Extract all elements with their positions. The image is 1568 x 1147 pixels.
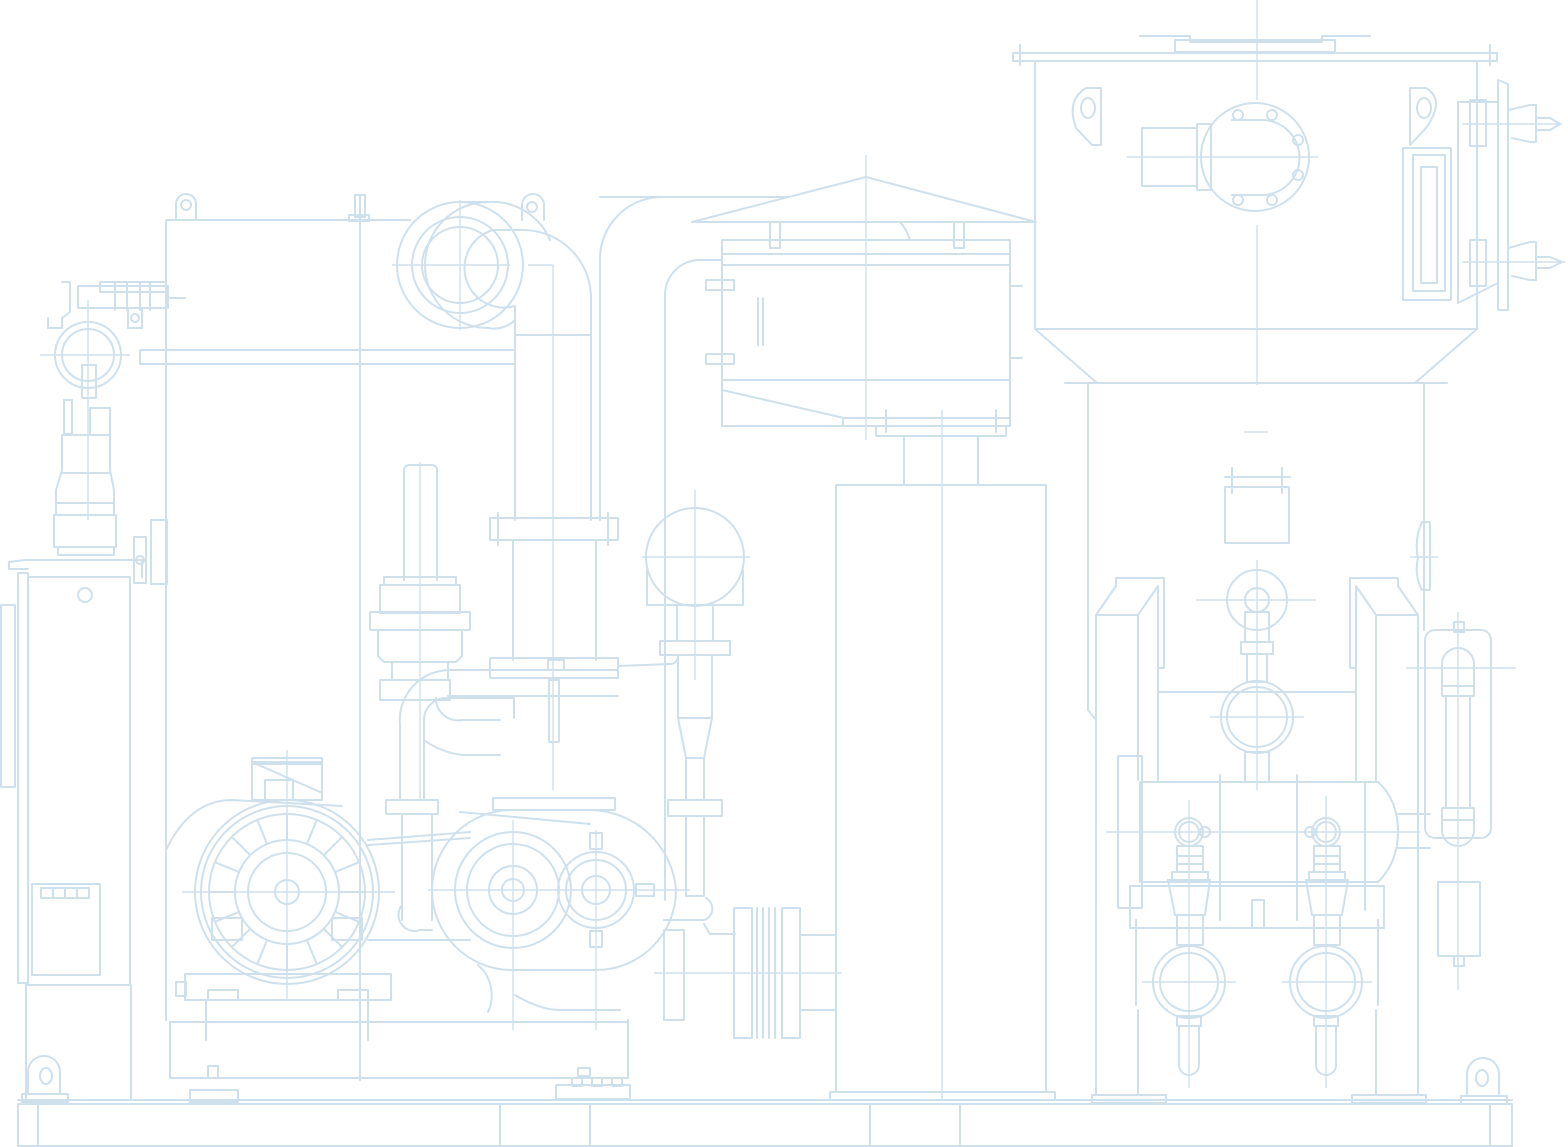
rotary-feeder bbox=[1196, 560, 1316, 790]
filter-cartridge bbox=[369, 462, 619, 932]
inlet-filter bbox=[40, 281, 186, 556]
manifold bbox=[1106, 755, 1431, 1006]
silencer bbox=[691, 155, 1037, 486]
motor bbox=[165, 750, 395, 1041]
column bbox=[829, 410, 1056, 1101]
pipework bbox=[489, 196, 789, 901]
sight-tube bbox=[1406, 612, 1516, 990]
control-cabinet bbox=[0, 519, 168, 1101]
support-frame bbox=[1087, 382, 1438, 1104]
flex-connector bbox=[654, 907, 842, 1039]
blower bbox=[189, 797, 690, 1103]
rotary-valve-left bbox=[1142, 800, 1236, 1088]
check-valve bbox=[642, 490, 750, 1021]
base-frame bbox=[17, 1055, 1513, 1147]
hopper bbox=[1012, 0, 1565, 385]
rotary-valve-right bbox=[1282, 796, 1372, 1088]
main-frame bbox=[139, 193, 629, 1081]
pipe-elbow bbox=[392, 200, 592, 790]
